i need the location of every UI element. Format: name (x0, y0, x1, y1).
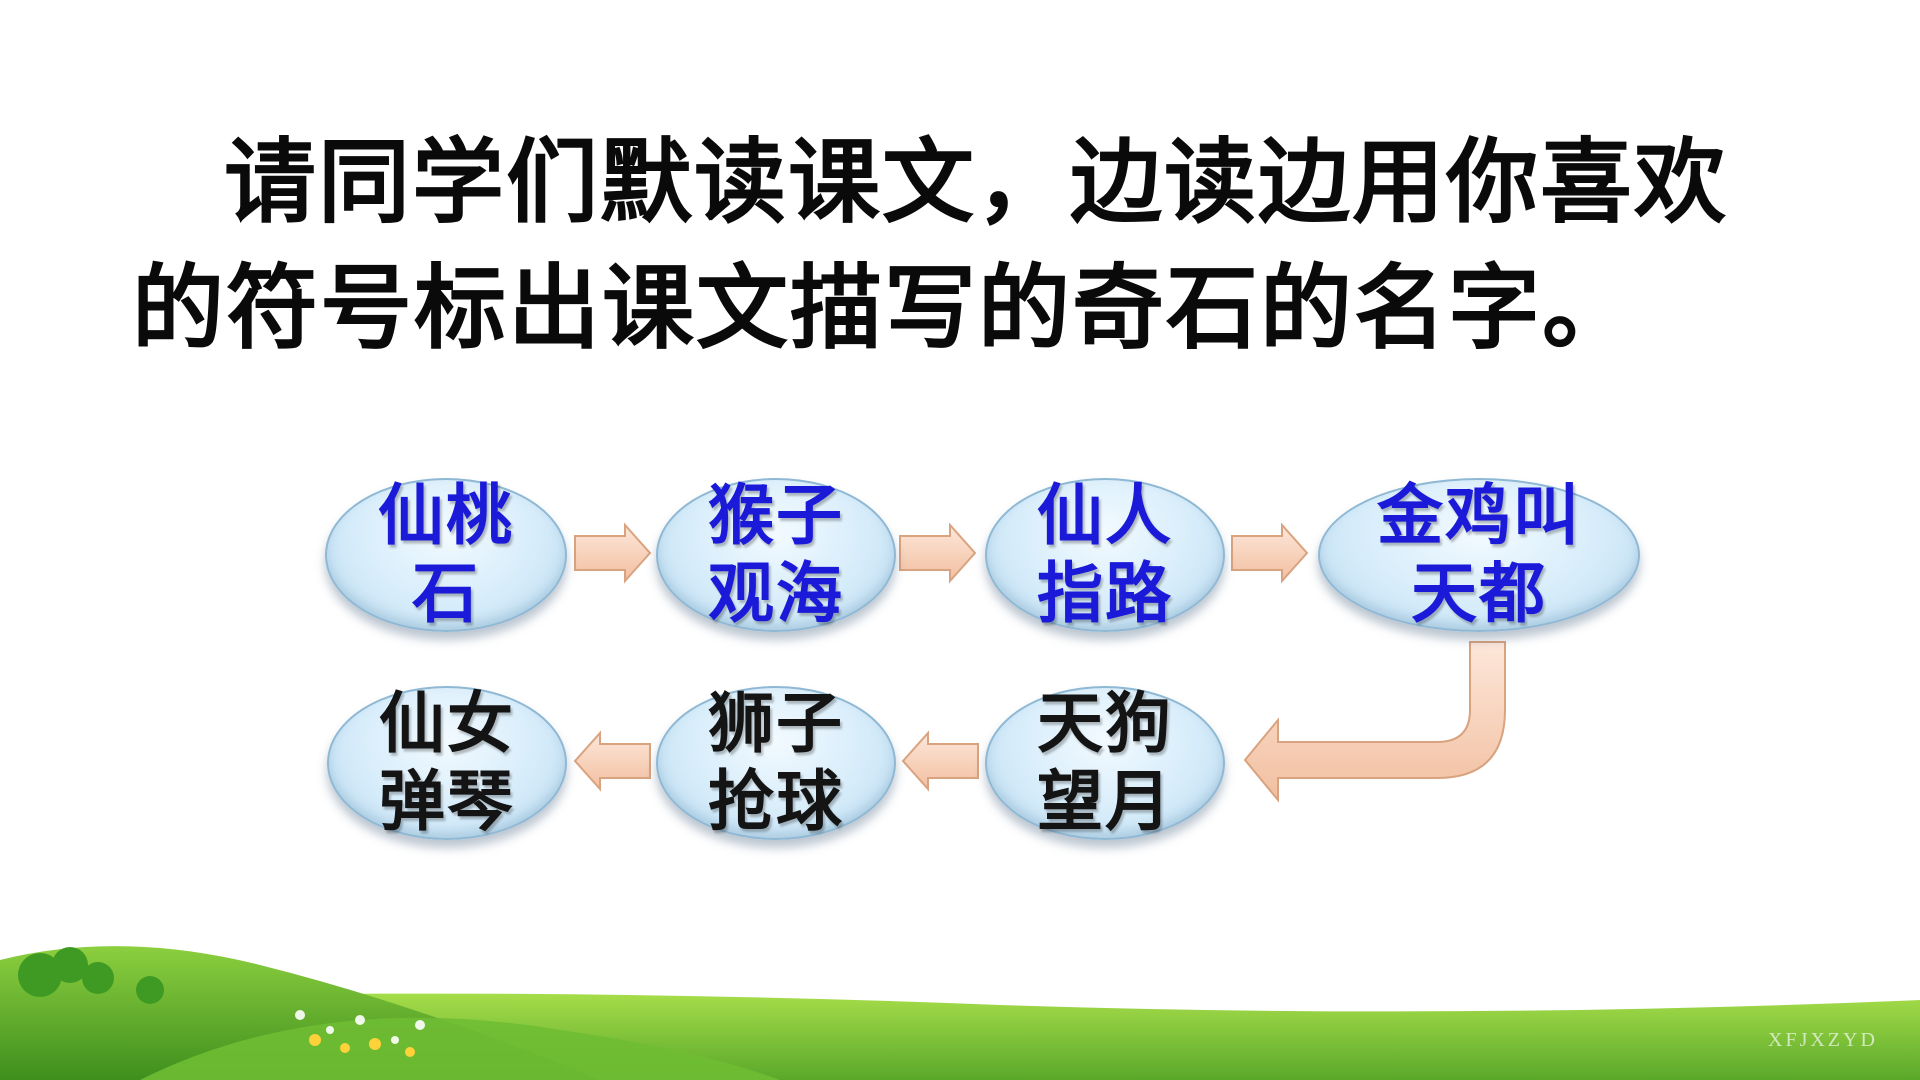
watermark-text: XFJXZYD (1768, 1029, 1878, 1051)
node-xianren-zhilu: 仙人 指路 (985, 477, 1225, 632)
node-label: 指路 (1037, 555, 1173, 632)
flower-icon (295, 1010, 425, 1044)
node-label: 金鸡叫 (1377, 477, 1581, 554)
node-label: 弹琴 (379, 763, 515, 840)
node-xiannv-tanqin: 仙女 弹琴 (327, 685, 567, 840)
node-xiantao-shi: 仙桃 石 (325, 477, 567, 632)
node-label: 石 (412, 555, 480, 632)
tree-icon (18, 947, 164, 1004)
node-label: 观海 (708, 555, 844, 632)
arrow-left-1 (901, 730, 979, 792)
arrow-elbow (1243, 641, 1506, 803)
node-label: 猴子 (708, 477, 844, 554)
node-houzi-guanhai: 猴子 观海 (656, 477, 896, 632)
node-label: 天都 (1411, 555, 1547, 632)
node-jinji-jiao-tiandu: 金鸡叫 天都 (1318, 477, 1640, 632)
node-label: 望月 (1037, 763, 1173, 840)
arrow-right-2 (899, 522, 977, 584)
node-label: 仙女 (379, 685, 515, 762)
node-tiangou-wangyue: 天狗 望月 (985, 685, 1225, 840)
node-label: 天狗 (1037, 685, 1173, 762)
arrow-right-1 (574, 522, 652, 584)
node-label: 仙桃 (378, 477, 514, 554)
node-shizi-qiangqiu: 狮子 抢球 (656, 685, 896, 840)
node-label: 狮子 (708, 685, 844, 762)
node-label: 仙人 (1037, 477, 1173, 554)
node-label: 抢球 (708, 763, 844, 840)
instruction-text: 请同学们默读课文，边读边用你喜欢的符号标出课文描写的奇石的名字。 (132, 129, 1729, 362)
arrow-right-3 (1231, 522, 1309, 584)
flower-icon (309, 1034, 415, 1057)
arrow-left-2 (573, 730, 651, 792)
